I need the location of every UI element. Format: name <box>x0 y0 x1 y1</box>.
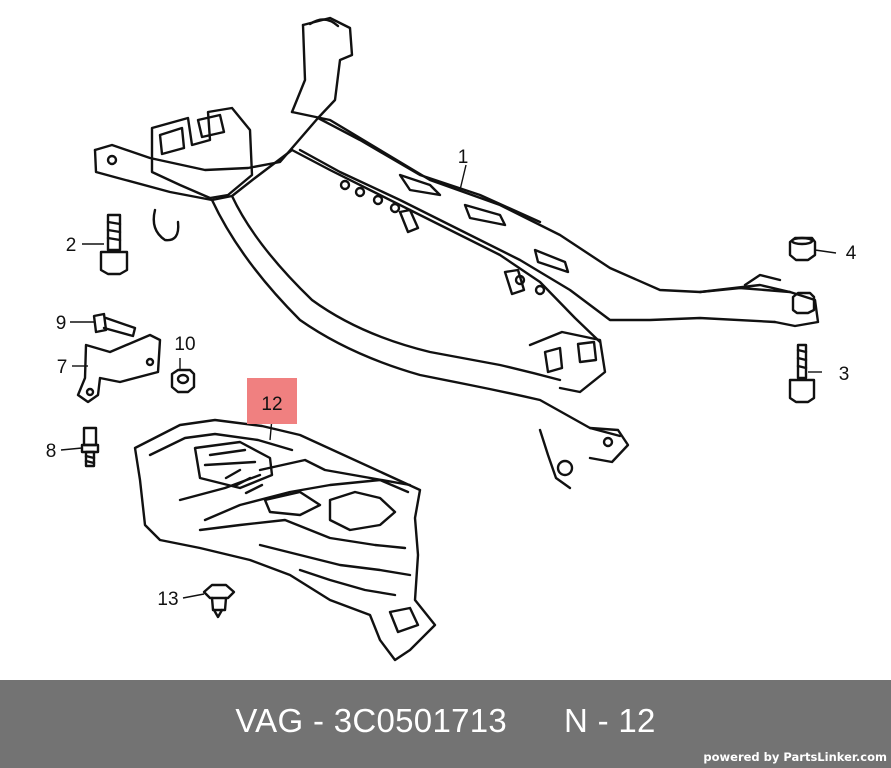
part-footer: VAG - 3C0501713 N - 12 powered by PartsL… <box>0 680 891 768</box>
callout-13[interactable]: 13 <box>157 589 178 610</box>
leader-lines <box>60 164 837 599</box>
bush-part-4 <box>788 236 817 262</box>
bush-arm <box>791 291 816 315</box>
bolt-part-9 <box>92 312 137 338</box>
callout-8[interactable]: 8 <box>46 441 57 462</box>
callout-9[interactable]: 9 <box>56 313 67 334</box>
callout-4[interactable]: 4 <box>846 243 857 264</box>
stud-part-8 <box>80 426 100 468</box>
callout-1[interactable]: 1 <box>458 147 469 168</box>
undertray-part-12 <box>133 418 437 662</box>
brand-separator: - <box>312 702 325 739</box>
highlight-box-12 <box>247 378 297 424</box>
clip-part-13 <box>202 583 236 619</box>
part-info-line: VAG - 3C0501713 N - 12 <box>0 702 891 740</box>
callout-7[interactable]: 7 <box>57 357 68 378</box>
callout-12[interactable]: 12 <box>261 394 282 415</box>
powered-by-link[interactable]: powered by PartsLinker.com <box>703 750 887 764</box>
callout-10[interactable]: 10 <box>174 334 195 355</box>
position-label: N - 12 <box>564 702 656 739</box>
rear-subframe <box>93 16 820 490</box>
part-number: 3C0501713 <box>333 702 508 739</box>
callout-2[interactable]: 2 <box>66 235 77 256</box>
nut-part-10 <box>170 368 196 394</box>
callout-3[interactable]: 3 <box>839 364 850 385</box>
bolt-part-2 <box>99 213 129 276</box>
bracket-part-7 <box>76 333 162 404</box>
bolt-part-3 <box>788 343 816 404</box>
brand-name: VAG <box>235 702 304 739</box>
parts-diagram: 1 2 3 4 7 8 9 10 12 13 <box>46 16 857 662</box>
